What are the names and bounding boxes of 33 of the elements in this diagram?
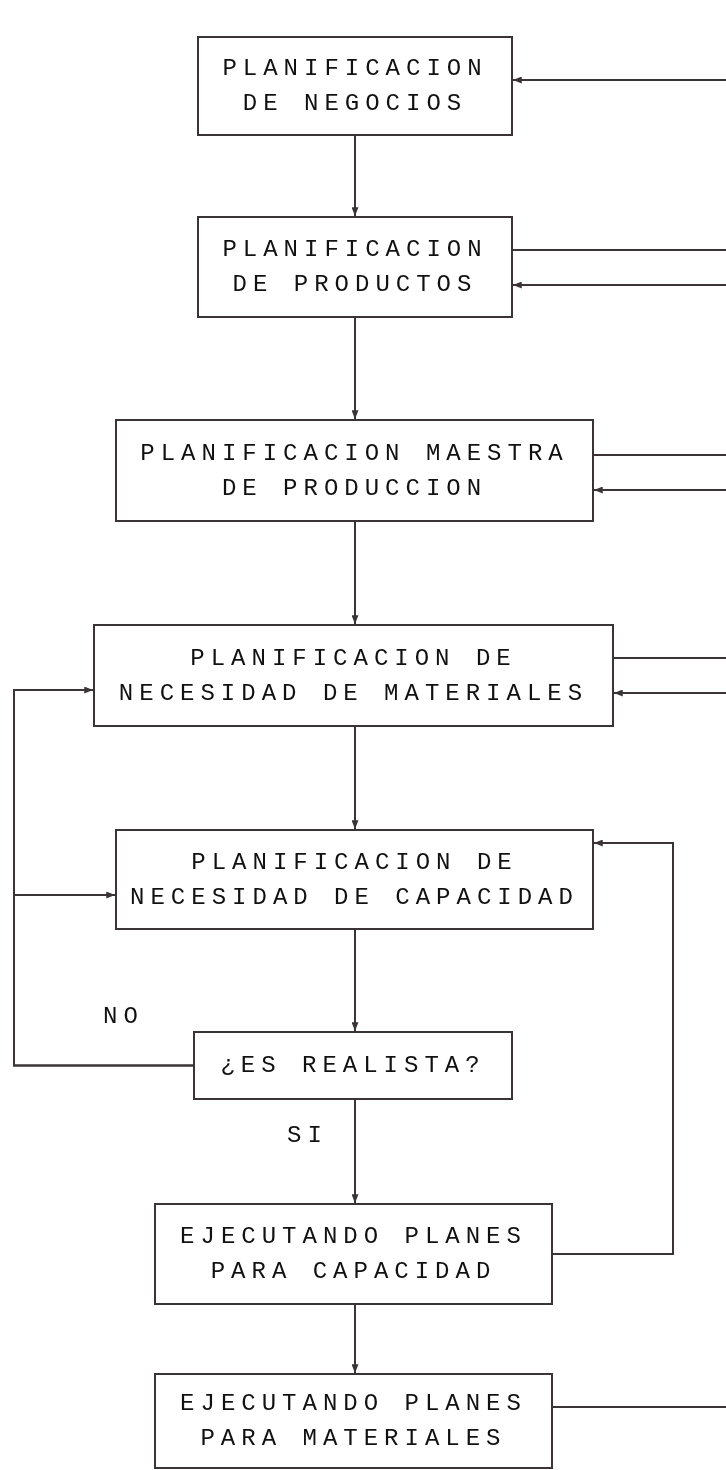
process-box xyxy=(93,624,614,727)
arrow xyxy=(552,839,674,1255)
arrow xyxy=(351,317,359,420)
process-box xyxy=(115,419,594,522)
process-box xyxy=(115,829,594,930)
arrow xyxy=(512,281,726,289)
arrow xyxy=(351,1304,359,1374)
connector-line xyxy=(512,249,726,251)
arrow xyxy=(613,689,726,697)
arrow xyxy=(351,929,359,1032)
node-label: PLANIFICACION DE NEGOCIOS xyxy=(221,54,489,119)
node-label: PLANIFICACION DE PRODUCTOS xyxy=(221,235,489,300)
connector-line xyxy=(593,454,726,456)
node-label: PLANIFICACION MAESTRA DE PRODUCCION xyxy=(139,438,570,504)
process-box xyxy=(154,1203,553,1305)
decision-box xyxy=(193,1031,513,1100)
arrow xyxy=(351,1099,359,1204)
node-label: PLANIFICACION DE NECESIDAD DE CAPACIDAD xyxy=(129,847,580,913)
node-label: ¿ES REALISTA? xyxy=(220,1051,486,1081)
process-box xyxy=(154,1373,553,1469)
arrow xyxy=(593,486,726,494)
process-box xyxy=(197,36,513,136)
connector-line xyxy=(552,1406,726,1408)
connector-line xyxy=(613,657,726,659)
node-label: PLANIFICACION DE NECESIDAD DE MATERIALES xyxy=(117,643,590,709)
arrow xyxy=(351,521,359,625)
arrow xyxy=(512,76,726,84)
node-label: EJECUTANDO PLANES PARA MATERIALES xyxy=(179,1389,528,1454)
arrow xyxy=(351,135,359,217)
arrow xyxy=(13,891,194,1067)
process-box xyxy=(197,216,513,318)
node-label: EJECUTANDO PLANES PARA CAPACIDAD xyxy=(179,1222,528,1287)
arrow xyxy=(351,726,359,830)
